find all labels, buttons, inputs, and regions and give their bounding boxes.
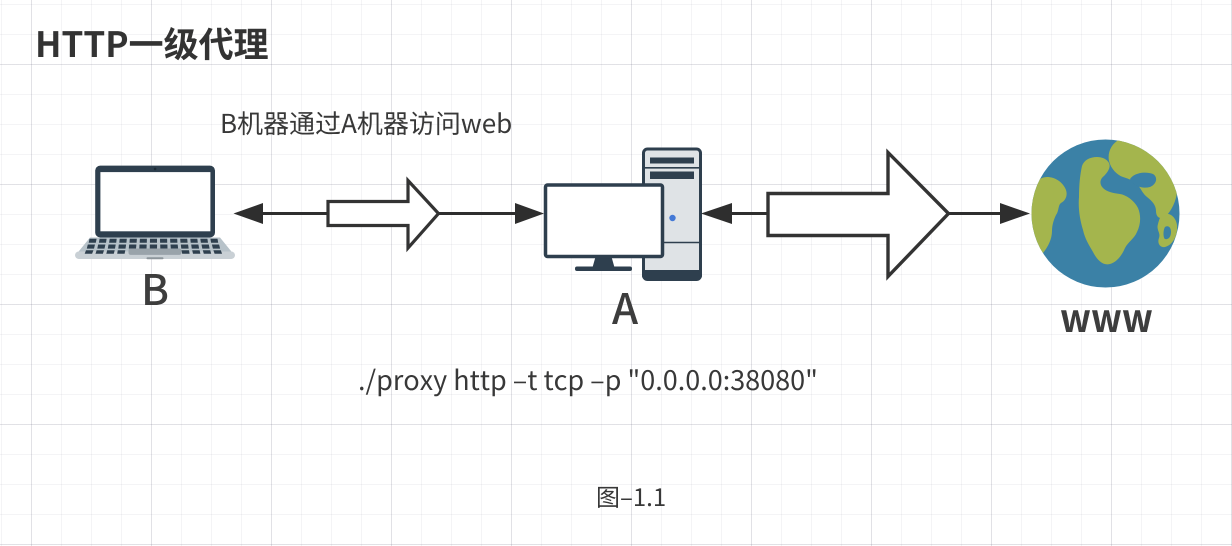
globe-land-central bbox=[1078, 157, 1141, 265]
figure-caption-glyphs bbox=[598, 486, 665, 508]
diagram-title: HTTP一级代理 bbox=[35, 27, 271, 71]
power-led bbox=[669, 214, 676, 222]
tower-vent-slot bbox=[650, 157, 694, 164]
laptop-icon bbox=[70, 158, 240, 266]
proxy-label: A bbox=[611, 288, 640, 340]
laptop-hinge-notch bbox=[146, 257, 164, 260]
monitor-stand-base bbox=[575, 266, 632, 271]
laptop-label-glyphs bbox=[144, 273, 167, 305]
block-arrow-right bbox=[766, 148, 951, 281]
link-laptop-proxy bbox=[230, 175, 546, 253]
laptop-label: B bbox=[141, 269, 171, 321]
monitor-screen bbox=[543, 183, 665, 259]
figure-caption: 图–1.1 bbox=[596, 486, 668, 518]
proxy-label-glyphs bbox=[611, 293, 638, 324]
web-label-glyphs bbox=[1061, 310, 1152, 332]
diagram-subtitle: B机器通过A机器访问web bbox=[220, 110, 514, 145]
diagram-subtitle-glyphs bbox=[222, 110, 511, 135]
globe-icon bbox=[1027, 135, 1185, 293]
laptop-camera-dot bbox=[153, 167, 157, 171]
globe-land-west bbox=[1031, 177, 1067, 255]
diagram-title-glyphs bbox=[38, 27, 268, 61]
arrowhead-left bbox=[233, 203, 263, 224]
laptop-keyboard bbox=[84, 238, 223, 254]
arrowhead-right bbox=[1000, 203, 1030, 224]
arrowhead-left bbox=[701, 203, 732, 224]
web-label: www bbox=[1060, 299, 1155, 349]
tower-drive-bay bbox=[650, 171, 694, 179]
proxy-command-text-glyphs bbox=[360, 368, 816, 396]
tower-foot bbox=[642, 270, 702, 280]
block-arrow-right bbox=[326, 176, 441, 253]
desktop-computer-icon bbox=[538, 143, 708, 283]
link-proxy-web bbox=[698, 148, 1032, 281]
arrowhead-right bbox=[515, 203, 544, 224]
globe-sea-inlet bbox=[1130, 172, 1157, 188]
laptop-touchpad bbox=[128, 248, 182, 255]
laptop-screen bbox=[100, 172, 211, 232]
proxy-command-text: ./proxy http –t tcp –p "0.0.0.0:38080" bbox=[358, 367, 820, 403]
globe-sea-notch-east bbox=[1163, 226, 1171, 240]
